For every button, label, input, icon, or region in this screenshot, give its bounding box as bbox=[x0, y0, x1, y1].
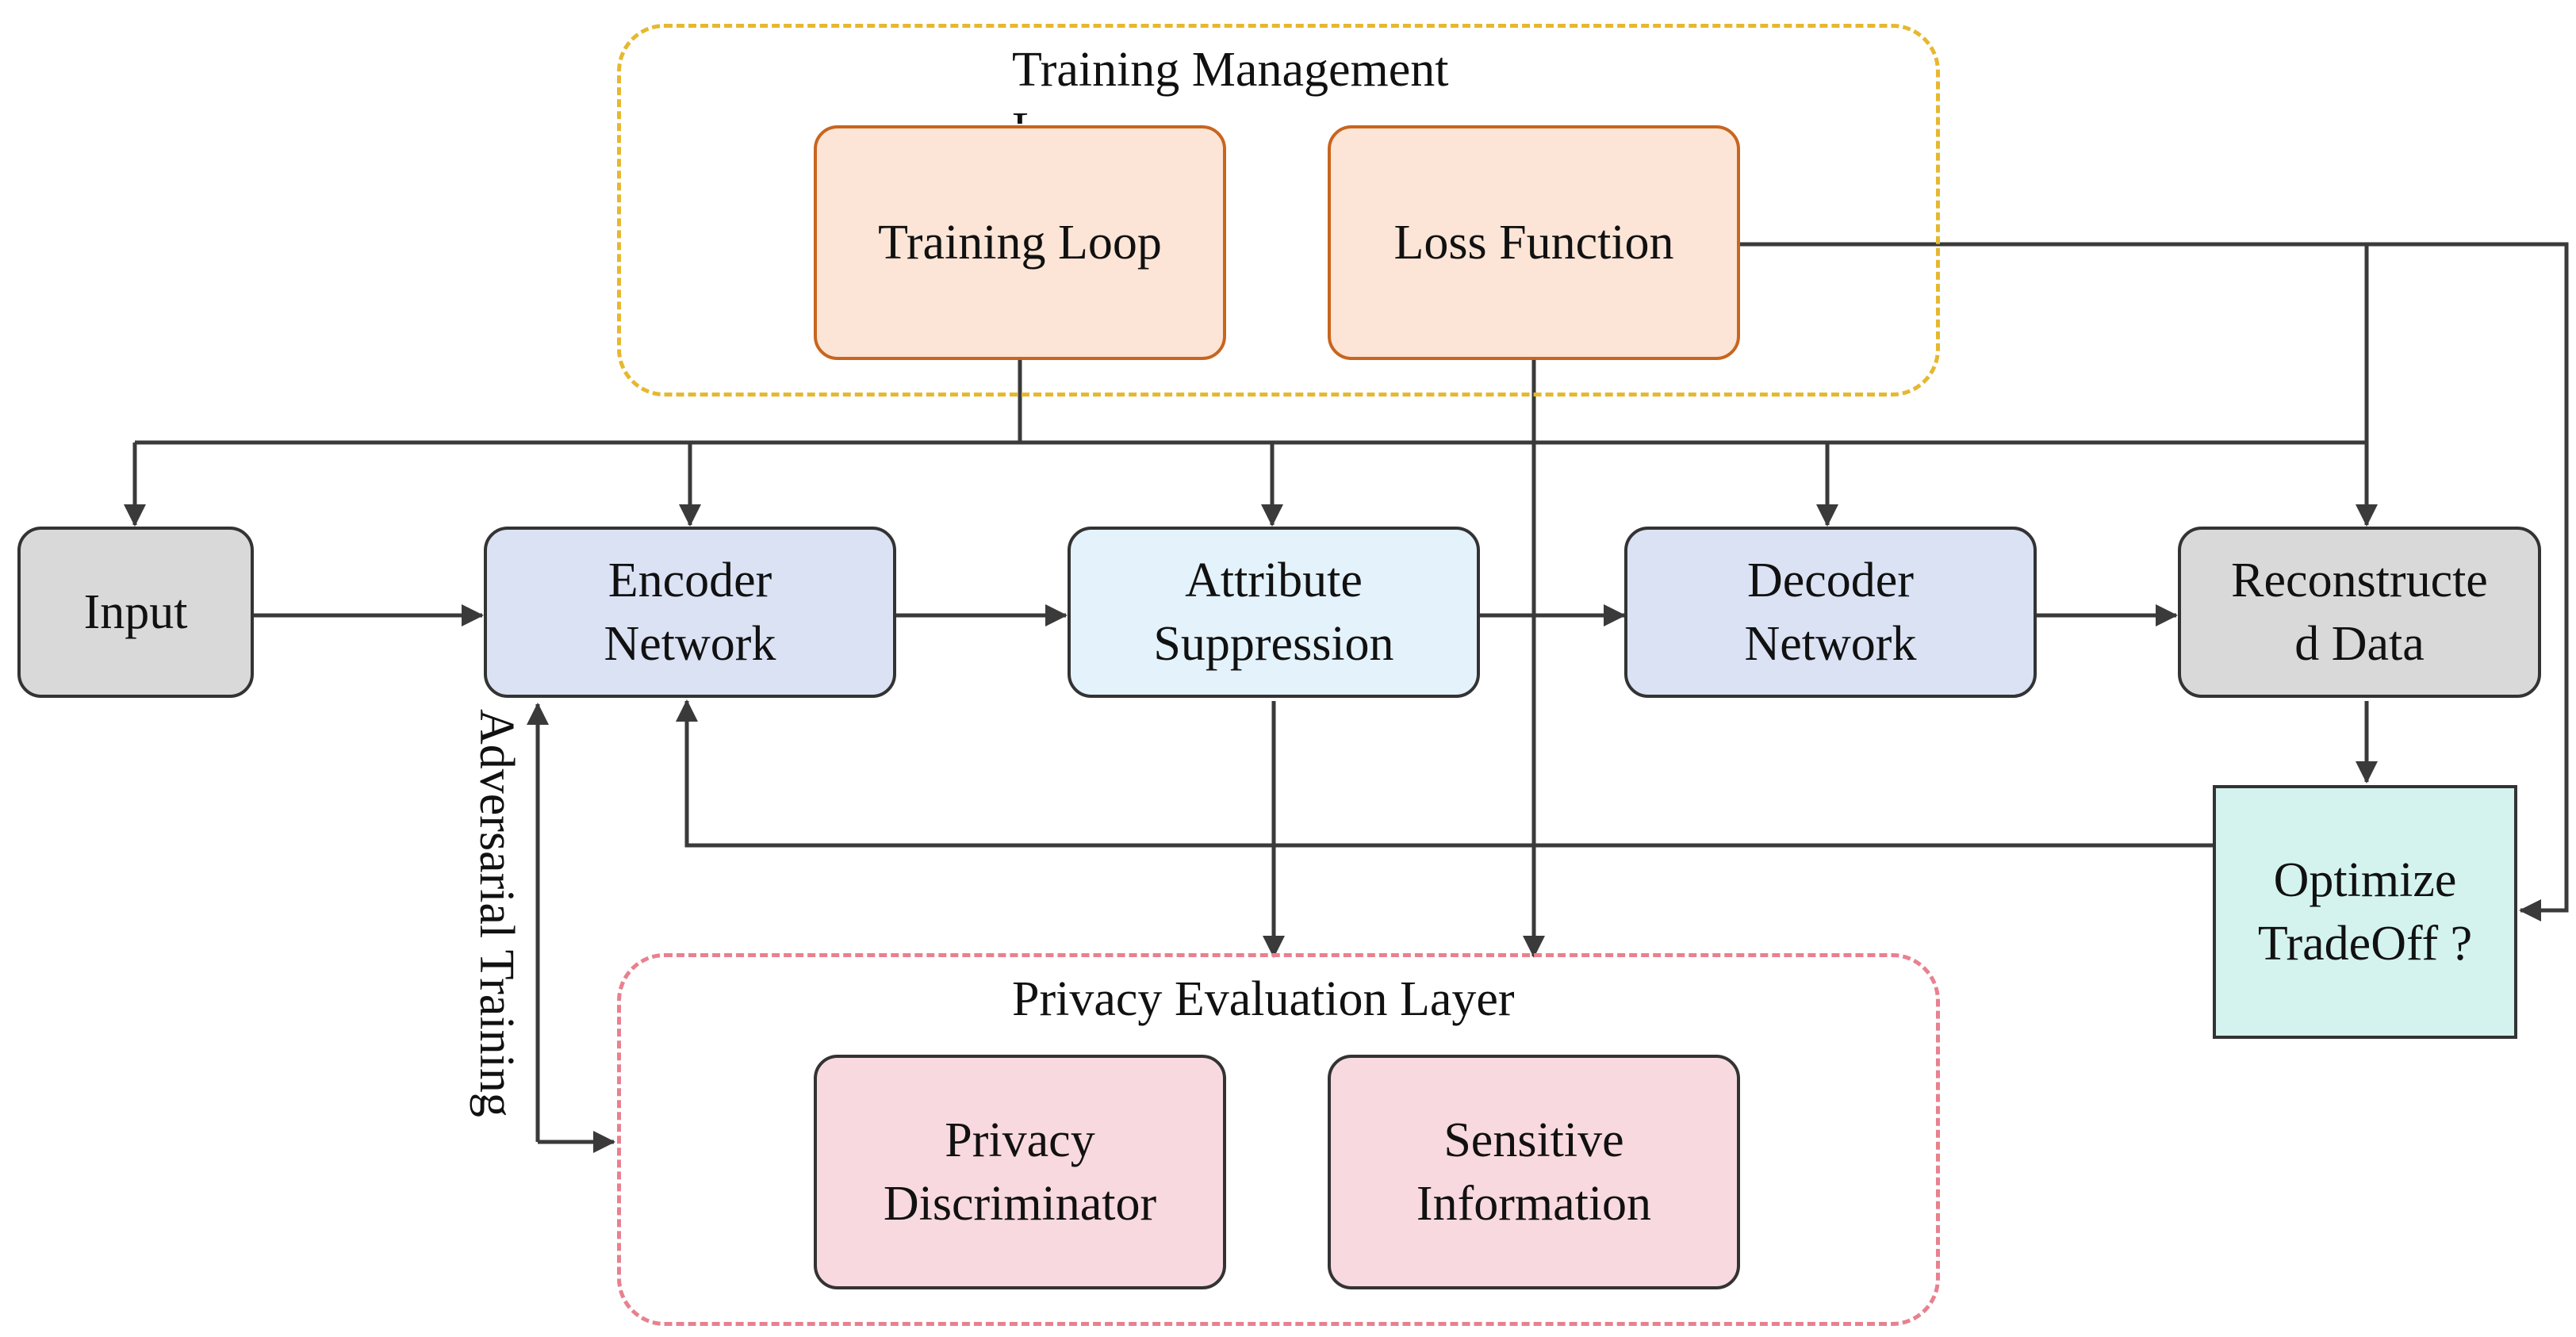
optimize-tradeoff-node: Optimize TradeOff ? bbox=[2213, 785, 2517, 1039]
sensitive-information-node: Sensitive Information bbox=[1328, 1055, 1740, 1289]
attribute-label-1: Attribute bbox=[1185, 554, 1363, 607]
input-node: Input bbox=[17, 527, 254, 698]
loss-function-label-1: Loss Function bbox=[1393, 216, 1674, 270]
encoder-label-1: Encoder bbox=[608, 554, 772, 607]
sensitive-label-1: Sensitive bbox=[1443, 1113, 1624, 1167]
privacy-disc-label-1: Privacy bbox=[945, 1113, 1095, 1167]
optimize-label-2: TradeOff ? bbox=[2257, 917, 2473, 971]
privacy-evaluation-group bbox=[617, 953, 1940, 1326]
attribute-suppression-node: Attribute Suppression bbox=[1068, 527, 1480, 698]
loss-function-node: Loss Function bbox=[1328, 125, 1740, 360]
adversarial-training-label: Adversarial Training bbox=[470, 709, 523, 1117]
encoder-label-2: Network bbox=[604, 617, 776, 671]
training-management-title: Training Management bbox=[1012, 43, 1449, 97]
privacy-disc-label-2: Discriminator bbox=[883, 1177, 1157, 1231]
sensitive-label-2: Information bbox=[1416, 1177, 1652, 1231]
reconstructed-data-node: Reconstructe d Data bbox=[2178, 527, 2541, 698]
decoder-label-1: Decoder bbox=[1747, 554, 1914, 607]
training-management-title-overflow: L bbox=[1012, 98, 1042, 124]
training-loop-label-1: Training Loop bbox=[878, 216, 1162, 270]
reconstructed-label-1: Reconstructe bbox=[2231, 554, 2488, 607]
edge-loss-to-optimize bbox=[1737, 242, 2569, 921]
training-management-group bbox=[617, 24, 1940, 397]
encoder-network-node: Encoder Network bbox=[484, 527, 896, 698]
privacy-discriminator-node: Privacy Discriminator bbox=[814, 1055, 1226, 1289]
input-label-1: Input bbox=[83, 585, 188, 639]
reconstructed-label-2: d Data bbox=[2294, 617, 2425, 671]
privacy-evaluation-title: Privacy Evaluation Layer bbox=[1012, 972, 1515, 1026]
decoder-network-node: Decoder Network bbox=[1624, 527, 2037, 698]
edge-optimize-to-encoder bbox=[676, 699, 2214, 848]
attribute-label-2: Suppression bbox=[1153, 617, 1394, 671]
decoder-label-2: Network bbox=[1744, 617, 1917, 671]
training-loop-node: Training Loop bbox=[814, 125, 1226, 360]
optimize-label-1: Optimize bbox=[2273, 853, 2457, 907]
